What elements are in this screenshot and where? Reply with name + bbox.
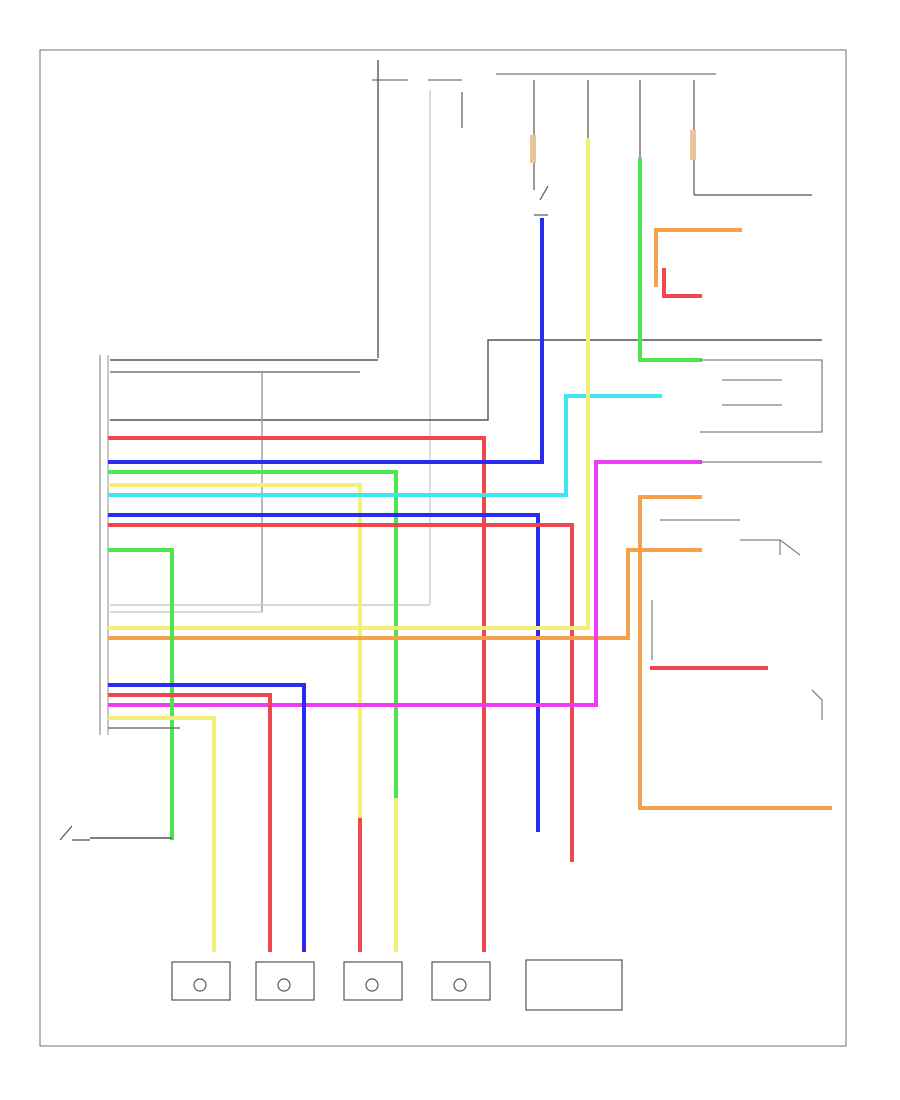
rr-door-lock-actuator [171, 961, 231, 1001]
ecu-connector [99, 355, 109, 735]
sensor-switch-icon [59, 825, 90, 841]
door-switch-icon [534, 185, 549, 216]
door-lock-control-switch [525, 959, 623, 1011]
rr-door-unlock-actuator [255, 961, 315, 1001]
lr-door-lock-actuator [343, 961, 403, 1001]
right-side-relays [651, 359, 823, 720]
fuse-markers [530, 130, 696, 163]
wire-harness [90, 138, 832, 952]
diagram-frame [39, 49, 847, 1047]
lr-door-unlock-actuator [431, 961, 491, 1001]
